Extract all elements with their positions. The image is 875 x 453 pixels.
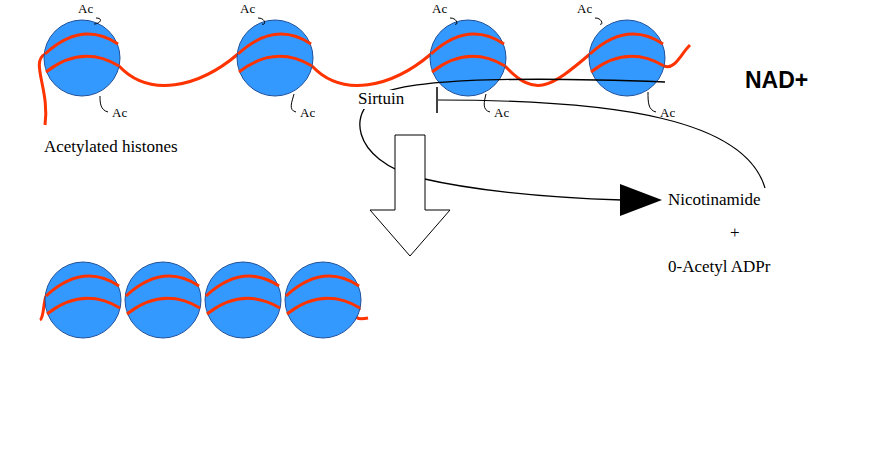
dna-wrap [46, 276, 119, 296]
acetyl-tails [94, 18, 656, 112]
dna-wrap [431, 34, 504, 54]
histone-core [125, 262, 201, 338]
dna-linker [664, 45, 690, 67]
histone-core [205, 262, 281, 338]
acetyl-mark: Ac [432, 2, 447, 16]
dna-wrap [286, 276, 359, 296]
compact-nucleosomes [40, 262, 368, 338]
inhibition-line [438, 100, 765, 188]
enzyme-label: Sirtuin [356, 90, 406, 109]
plus-sign: + [730, 224, 740, 243]
dna-wrap [287, 298, 360, 314]
dna-wrap [47, 298, 120, 314]
histone-core [45, 262, 121, 338]
acetyl-mark: Ac [494, 106, 509, 120]
dna-wrap [590, 34, 663, 54]
substrate-label: NAD+ [745, 68, 808, 93]
acetyl-mark: Ac [300, 106, 315, 120]
inhibition-bar [436, 87, 438, 113]
acetyl-tail [648, 92, 656, 112]
dna-linker [505, 54, 590, 85]
dna-wrap [127, 298, 200, 314]
dna-wrap [239, 56, 312, 72]
product-label: Nicotinamide [668, 191, 761, 210]
acetyl-tail [94, 18, 100, 24]
histone-core [285, 262, 361, 338]
acetyl-tail [595, 18, 602, 24]
acetyl-tail [100, 96, 108, 112]
acetyl-tail [450, 18, 457, 24]
dna-linker [119, 54, 238, 85]
dna-wrap [126, 276, 199, 296]
acetyl-mark: Ac [660, 106, 675, 120]
acetyl-tail [291, 94, 296, 112]
acetyl-mark: Ac [112, 106, 127, 120]
histone-core [589, 20, 665, 96]
dna-wrap [207, 298, 280, 314]
dna-wrap [432, 56, 505, 72]
acetyl-tail [484, 94, 490, 112]
acetyl-tail [258, 18, 265, 24]
histone-core [237, 20, 313, 96]
dna-wrap [238, 34, 311, 54]
dna-wrap [46, 56, 119, 72]
histone-core [430, 20, 506, 96]
dna-linker [312, 54, 431, 85]
acetyl-mark: Ac [577, 2, 592, 16]
dna-wrap [591, 56, 664, 72]
acetyl-mark: Ac [78, 2, 93, 16]
acetyl-mark: Ac [240, 2, 255, 16]
state-label: Acetylated histones [44, 138, 178, 157]
reaction-arrowhead [620, 184, 662, 216]
dna-wrap [45, 34, 118, 54]
product-label: 0-Acetyl ADPr [668, 258, 770, 277]
hollow-down-arrow [370, 135, 450, 256]
histone-core [44, 20, 120, 96]
dna-wrap [206, 276, 279, 296]
